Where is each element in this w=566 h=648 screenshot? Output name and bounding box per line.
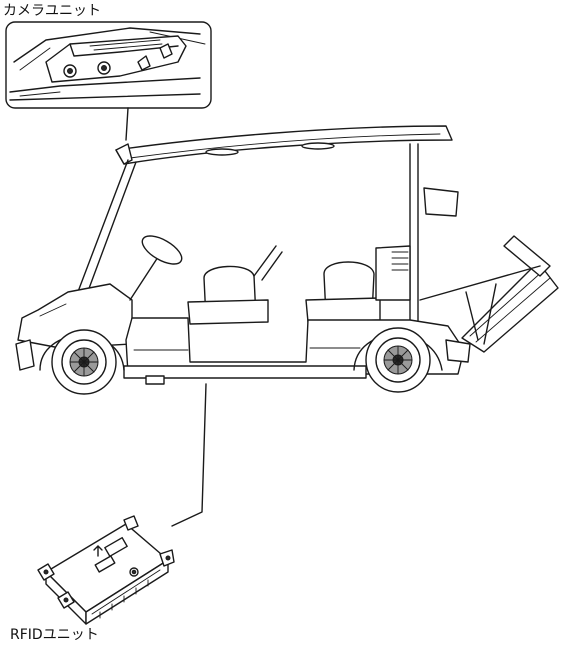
camera-leader-line: [125, 107, 129, 141]
rfid-leader-line: [171, 383, 207, 527]
rear-wheel: [365, 327, 431, 393]
front-wheel: [51, 329, 117, 395]
direction-arrow-icon: [93, 545, 103, 557]
camera-unit-inset: [5, 21, 212, 109]
rfid-unit: [37, 515, 175, 625]
side-step: [123, 365, 367, 379]
golf-cart: [15, 125, 559, 395]
rear-bag-rack: [419, 235, 559, 353]
rear-grille: [391, 251, 409, 271]
camera-unit-label: カメラユニット: [3, 3, 101, 19]
camera-housing: [45, 35, 187, 83]
cart-roof: [115, 125, 453, 165]
steering-wheel: [141, 235, 183, 265]
rfid-unit-label: RFIDユニット: [10, 627, 99, 643]
